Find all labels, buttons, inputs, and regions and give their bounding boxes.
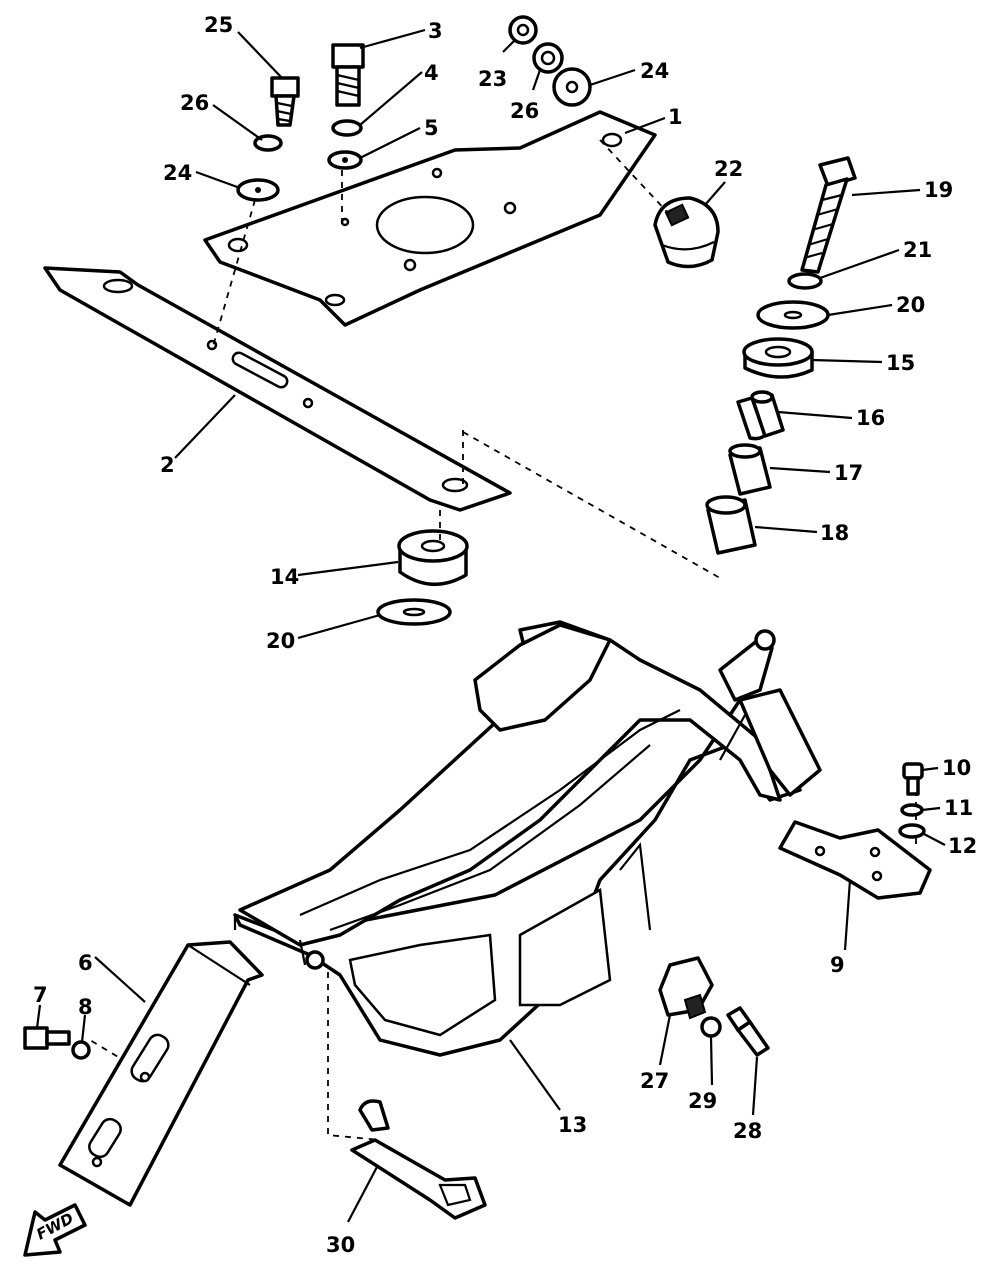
part-9-bracket [778,820,932,900]
part-22-rubber-knob [653,196,720,269]
callout-24-right: 24 [640,59,669,83]
leader-lines [35,28,946,1223]
part-18-collar [705,495,757,555]
callout-2: 2 [160,453,175,477]
callout-14: 14 [270,565,299,589]
part-10-bolt [902,762,924,796]
callout-18: 18 [820,521,849,545]
callout-8: 8 [78,995,93,1019]
callout-19: 19 [924,178,953,202]
part-24-center-left [255,187,261,193]
part-19-long-bolt [800,156,857,274]
part-11-lock-washer [900,803,924,817]
part-21-lock-washer [787,272,823,290]
part-13-main-body [233,620,822,1057]
part-17-collar [728,443,772,496]
part-14-bushing [397,529,469,587]
callout-5: 5 [424,116,439,140]
callout-29: 29 [688,1089,717,1113]
part-7-bolt [23,1026,71,1050]
part-4-lock-washer [331,119,363,137]
callout-10: 10 [942,756,971,780]
part-30-strap [350,1099,487,1220]
part-25-bolt [270,76,300,127]
part-24-washer-right [552,67,592,107]
part-23-nut [508,15,538,45]
part-13-stud [718,629,776,702]
callout-24-left: 24 [163,161,192,185]
part-15-rubber-bushing [742,337,814,379]
part-27-clip [658,956,714,1020]
callout-15: 15 [886,351,915,375]
part-26-washer-right [532,42,564,74]
callout-9: 9 [830,953,845,977]
callout-12: 12 [948,834,977,858]
part-29-washer [700,1016,722,1038]
callout-labels: 25 3 4 5 26 24 23 26 24 1 22 19 21 20 15… [33,13,977,1257]
part-1-mounting-plate [203,110,657,327]
callout-27: 27 [640,1069,669,1093]
assembly-lines [89,139,917,1141]
part-8-washer [71,1040,91,1060]
callout-17: 17 [834,461,863,485]
callout-22: 22 [714,157,743,181]
callout-11: 11 [944,796,973,820]
callout-23: 23 [478,67,507,91]
part-16-collar [736,390,785,441]
fwd-direction-marker: FWD [23,1203,87,1257]
part-12-washer [898,823,926,839]
callout-16: 16 [856,406,885,430]
callout-28: 28 [733,1119,762,1143]
part-6-side-panel [58,940,264,1207]
callout-26-left: 26 [180,91,209,115]
part-28-screw [726,1006,770,1057]
callout-7: 7 [33,983,48,1007]
callout-21: 21 [903,238,932,262]
callout-1: 1 [668,105,683,129]
callout-4: 4 [424,61,439,85]
callout-6: 6 [78,951,93,975]
callout-3: 3 [428,19,443,43]
part-20-washer-left [376,598,452,626]
callout-30: 30 [326,1233,355,1257]
callout-20-right: 20 [896,293,925,317]
part-5-center [342,157,348,163]
part-3-bolt [331,43,365,107]
callout-20-left: 20 [266,629,295,653]
callout-26-right: 26 [510,99,539,123]
part-2-bracket-bar [43,266,512,512]
callout-13: 13 [558,1113,587,1137]
callout-25: 25 [204,13,233,37]
